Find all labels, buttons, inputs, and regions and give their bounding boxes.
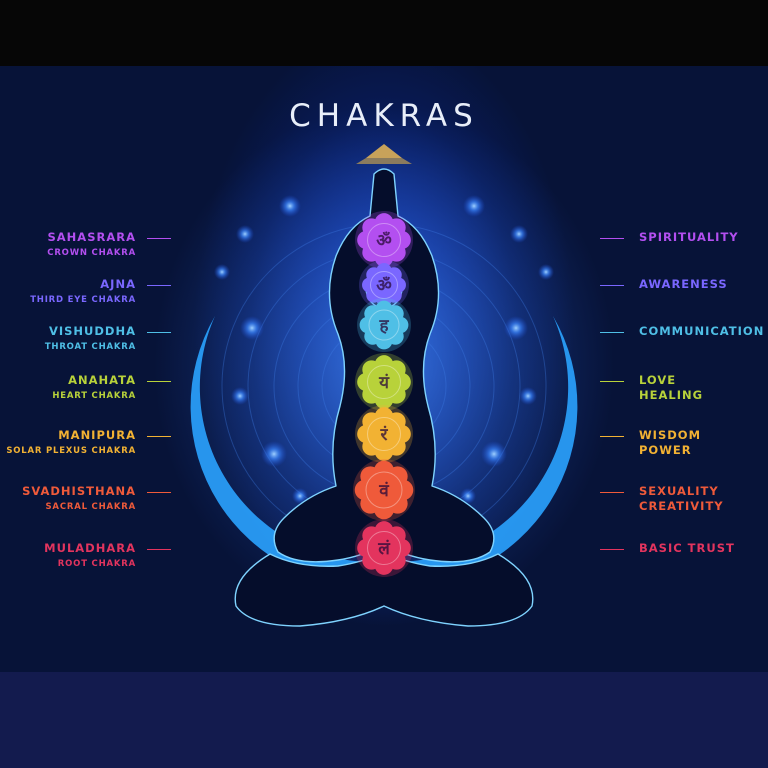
chakra-symbol-1: ॐ <box>359 260 409 310</box>
meaning-line: SEXUALITY <box>639 484 719 498</box>
chakra-meaning-0: SPIRITUALITY <box>639 230 739 245</box>
left-connector-6 <box>147 549 171 550</box>
left-connector-3 <box>147 381 171 382</box>
page-title: CHAKRAS <box>289 98 479 134</box>
chakra-symbol-5: वं <box>353 459 415 521</box>
meaning-line: AWARENESS <box>639 277 728 291</box>
chakra-subtitle-0: CROWN CHAKRA <box>47 248 136 258</box>
left-connector-0 <box>147 238 171 239</box>
chakra-name-5: SVADHISTHANA <box>22 484 136 498</box>
right-connector-1 <box>600 285 624 286</box>
chakra-symbol-2: ह <box>357 298 411 352</box>
pyramid-base <box>356 158 412 164</box>
chakra-glyph-6: लं <box>377 539 391 559</box>
chakra-subtitle-5: SACRAL CHAKRA <box>45 502 136 512</box>
chakra-meaning-1: AWARENESS <box>639 277 728 292</box>
right-connector-0 <box>600 238 624 239</box>
meaning-line: BASIC TRUST <box>639 541 735 555</box>
chakra-glyph-2: ह <box>378 316 389 336</box>
left-connector-4 <box>147 436 171 437</box>
chakra-subtitle-3: HEART CHAKRA <box>52 391 136 401</box>
chakra-glyph-1: ॐ <box>376 276 392 296</box>
chakra-name-3: ANAHATA <box>68 373 136 387</box>
right-connector-2 <box>600 332 624 333</box>
chakra-glyph-3: यं <box>378 373 390 393</box>
meaning-line: WISDOM <box>639 428 702 442</box>
chakra-meaning-2: COMMUNICATION <box>639 324 764 339</box>
chakra-subtitle-4: SOLAR PLEXUS CHAKRA <box>6 446 136 456</box>
chakra-subtitle-6: ROOT CHAKRA <box>57 559 136 569</box>
chakra-name-6: MULADHARA <box>44 541 136 555</box>
glow-dots <box>214 195 554 504</box>
left-connector-1 <box>147 285 171 286</box>
bottom-navy-band <box>0 672 768 768</box>
chakra-glyph-0: ॐ <box>376 231 392 251</box>
top-black-band <box>0 0 768 66</box>
right-connector-3 <box>600 381 624 382</box>
chakra-glyph-5: वं <box>378 481 390 501</box>
chakra-name-4: MANIPURA <box>58 428 136 442</box>
chakra-symbol-3: यं <box>355 353 413 411</box>
chakra-symbol-6: लं <box>355 519 413 577</box>
chakra-subtitle-1: THIRD EYE CHAKRA <box>30 295 136 305</box>
chakra-name-1: AJNA <box>100 277 136 291</box>
chakra-symbol-0: ॐ <box>355 211 413 269</box>
meaning-line: SPIRITUALITY <box>639 230 739 244</box>
meaning-line: POWER <box>639 443 692 457</box>
left-connector-2 <box>147 332 171 333</box>
left-connector-5 <box>147 492 171 493</box>
meaning-line: COMMUNICATION <box>639 324 765 338</box>
chakra-symbol-4: रं <box>355 405 413 463</box>
pyramid-icon <box>366 144 402 158</box>
chakra-meaning-6: BASIC TRUST <box>639 541 735 556</box>
right-connector-6 <box>600 549 624 550</box>
right-connector-4 <box>600 436 624 437</box>
meaning-line: LOVE <box>639 373 677 387</box>
right-connector-5 <box>600 492 624 493</box>
meaning-line: HEALING <box>639 388 704 402</box>
chakra-name-2: VISHUDDHA <box>48 324 136 338</box>
chakra-subtitle-2: THROAT CHAKRA <box>44 342 136 352</box>
chakra-glyph-4: रं <box>380 425 389 445</box>
chakra-name-0: SAHASRARA <box>47 230 136 244</box>
meaning-line: CREATIVITY <box>639 499 724 513</box>
